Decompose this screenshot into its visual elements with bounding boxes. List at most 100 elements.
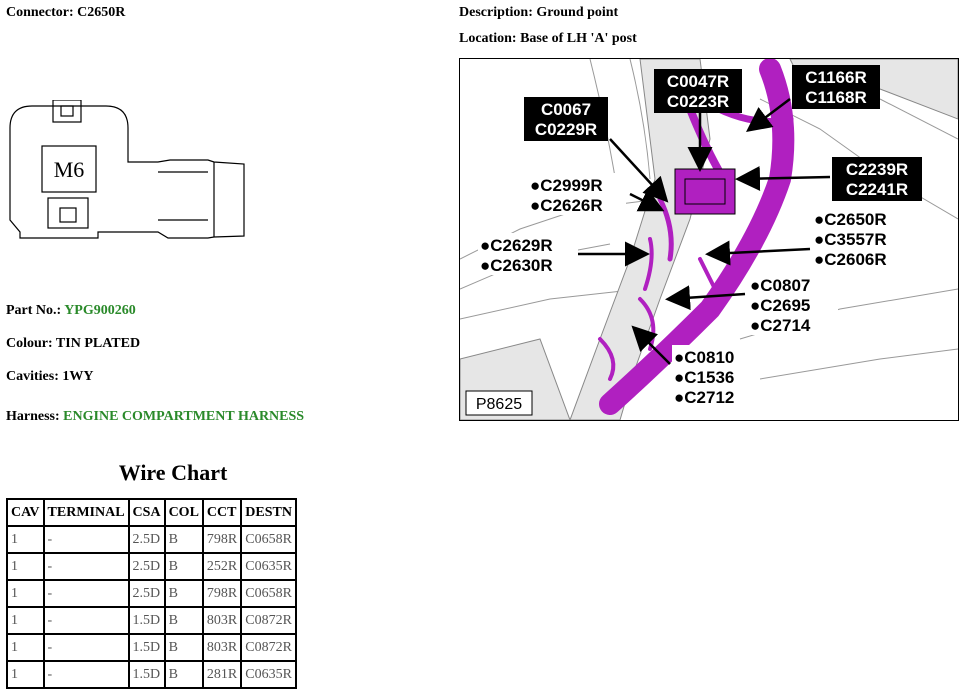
svg-text:●C2626R: ●C2626R	[530, 196, 603, 215]
table-cell: 1.5D	[127, 660, 166, 689]
callout-label: C2629R	[490, 236, 552, 255]
dot-callout: ●C0810 ●C1536 ●C2712	[672, 345, 760, 407]
colour-label: Colour:	[6, 336, 53, 351]
harness-row: Harness: ENGINE COMPARTMENT HARNESS	[6, 409, 304, 425]
table-cell: -	[42, 633, 130, 662]
dot-callout: ●C2999R ●C2626R	[526, 173, 626, 215]
callout-label: C2650R	[824, 210, 886, 229]
part-no-link[interactable]: YPG900260	[64, 303, 136, 318]
connector-id: C2650R	[77, 5, 126, 20]
svg-text:●C2695: ●C2695	[750, 296, 810, 315]
table-cell: 1	[6, 633, 45, 662]
column-header: CCT	[201, 498, 243, 527]
dot-callout: ●C0807 ●C2695 ●C2714	[748, 273, 838, 335]
column-header: CSA	[127, 498, 166, 527]
location-illustration: C0067 C0229R C0047R C0223R C1166R C1168R…	[460, 59, 958, 420]
table-cell: 798R	[201, 525, 243, 554]
table-cell: 803R	[201, 633, 243, 662]
location-value: Base of LH 'A' post	[520, 31, 637, 46]
table-cell: 1.5D	[127, 633, 166, 662]
callout-label: C0229R	[535, 120, 597, 139]
table-row: 1 - 1.5D B 803R C0872R	[6, 606, 297, 635]
table-row: 1 - 1.5D B 281R C0635R	[6, 660, 297, 689]
callout-label: C2241R	[846, 180, 908, 199]
table-cell: C0658R	[240, 579, 297, 608]
table-cell: 1	[6, 525, 45, 554]
svg-text:●C0810: ●C0810	[674, 348, 734, 367]
colour-row: Colour: TIN PLATED	[6, 336, 140, 352]
table-cell: 798R	[201, 579, 243, 608]
location-label: Location:	[459, 31, 517, 46]
svg-text:●C1536: ●C1536	[674, 368, 734, 387]
table-cell: 1	[6, 660, 45, 689]
table-cell: C0658R	[240, 525, 297, 554]
callout-label: C2630R	[490, 256, 552, 275]
wire-chart-title: Wire Chart	[118, 460, 228, 485]
table-cell: B	[163, 660, 204, 689]
callout-label: C2695	[760, 296, 810, 315]
svg-text:●C2714: ●C2714	[750, 316, 811, 335]
callout-label: C1168R	[805, 88, 866, 107]
table-cell: 2.5D	[127, 552, 166, 581]
table-cell: 1.5D	[127, 606, 166, 635]
table-cell: 252R	[201, 552, 243, 581]
table-cell: B	[163, 525, 204, 554]
dot-callout: ●C2650R ●C3557R ●C2606R	[812, 207, 916, 269]
callout-label: C2999R	[540, 176, 602, 195]
stud-label: M6	[54, 157, 85, 182]
location-figure: C0067 C0229R C0047R C0223R C1166R C1168R…	[459, 58, 959, 421]
callout-label: C3557R	[824, 230, 886, 249]
cavities-value: 1WY	[62, 369, 94, 384]
callout-label: C2239R	[846, 160, 908, 179]
callout-label: C1536	[684, 368, 734, 387]
svg-text:●C3557R: ●C3557R	[814, 230, 887, 249]
table-cell: 1	[6, 579, 45, 608]
table-cell: 1	[6, 606, 45, 635]
callout-label: C0807	[760, 276, 810, 295]
callout-label: C0810	[684, 348, 734, 367]
column-header: CAV	[6, 498, 45, 527]
table-cell: 803R	[201, 606, 243, 635]
svg-text:●C2712: ●C2712	[674, 388, 734, 407]
table-cell: B	[163, 552, 204, 581]
column-header: TERMINAL	[42, 498, 130, 527]
column-header: DESTN	[240, 498, 297, 527]
description-value: Ground point	[536, 5, 619, 20]
connector-label: Connector:	[6, 5, 74, 20]
table-cell: -	[42, 579, 130, 608]
svg-text:●C2999R: ●C2999R	[530, 176, 603, 195]
wire-chart-table: CAV TERMINAL CSA COL CCT DESTN 1 - 2.5D …	[6, 498, 297, 689]
table-cell: C0635R	[240, 660, 297, 689]
callout-label: C2712	[684, 388, 734, 407]
callout-label: C1166R	[805, 68, 866, 87]
callout-label: C2606R	[824, 250, 886, 269]
boxed-callout: C2239R C2241R	[832, 157, 922, 201]
harness-label: Harness:	[6, 409, 60, 424]
table-cell: 2.5D	[127, 579, 166, 608]
table-row: 1 - 1.5D B 803R C0872R	[6, 633, 297, 662]
svg-text:●C2650R: ●C2650R	[814, 210, 887, 229]
boxed-callout: C1166R C1168R	[792, 65, 880, 109]
column-header: COL	[163, 498, 204, 527]
table-row: 1 - 2.5D B 798R C0658R	[6, 525, 297, 554]
table-cell: C0872R	[240, 606, 297, 635]
table-cell: C0872R	[240, 633, 297, 662]
location-heading: Location: Base of LH 'A' post	[459, 31, 637, 47]
part-no-row: Part No.: YPG900260	[6, 303, 136, 319]
table-cell: -	[42, 525, 130, 554]
table-cell: -	[42, 660, 130, 689]
colour-value: TIN PLATED	[55, 336, 141, 351]
description-label: Description:	[459, 5, 533, 20]
svg-text:●C2629R: ●C2629R	[480, 236, 553, 255]
callout-label: C0223R	[667, 92, 729, 111]
table-cell: C0635R	[240, 552, 297, 581]
cavities-label: Cavities:	[6, 369, 59, 384]
callout-label: C2626R	[540, 196, 602, 215]
table-cell: -	[42, 606, 130, 635]
table-cell: B	[163, 606, 204, 635]
callout-label: C2714	[760, 316, 811, 335]
part-no-label: Part No.:	[6, 303, 62, 318]
harness-link[interactable]: ENGINE COMPARTMENT HARNESS	[63, 409, 305, 424]
callout-label: C0047R	[667, 72, 729, 91]
figure-code: P8625	[476, 396, 522, 413]
